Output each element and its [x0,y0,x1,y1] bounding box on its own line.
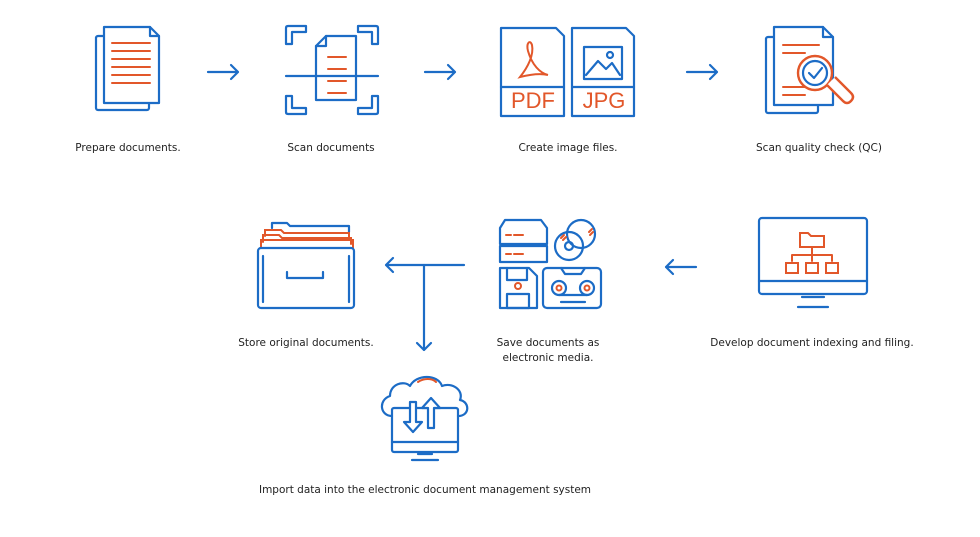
image-files-icon [499,26,636,118]
quality-check-icon [764,25,855,115]
step-label-create-image: Create image files. [518,142,618,154]
indexing-monitor-icon [757,216,869,309]
documents-icon [94,25,161,112]
electronic-media-icon [498,218,603,310]
arrow-right-icon [206,63,240,81]
step-label-save-media-line1: Save documents as [496,337,600,349]
jpg-badge: JPG [582,88,626,113]
arrow-right-icon [685,63,719,81]
step-label-indexing: Develop document indexing and filing. [710,337,914,349]
step-label-scan: Scan documents [287,142,375,154]
step-label-save-media: Save documents as electronic media. [418,336,678,366]
arrow-right-icon [423,63,457,81]
pdf-badge: PDF [511,88,555,113]
step-label-qc: Scan quality check (QC) [756,142,882,154]
step-label-store: Store original documents. [238,337,374,349]
step-label-prepare: Prepare documents. [75,142,181,154]
arrow-left-icon [664,258,698,276]
step-label-save-media-line2: electronic media. [502,352,594,364]
file-cabinet-icon [256,221,356,310]
step-label-import: Import data into the electronic document… [258,484,592,496]
cloud-transfer-icon [380,375,469,462]
scanner-icon [284,24,380,116]
branch-arrow-icon [384,256,466,352]
